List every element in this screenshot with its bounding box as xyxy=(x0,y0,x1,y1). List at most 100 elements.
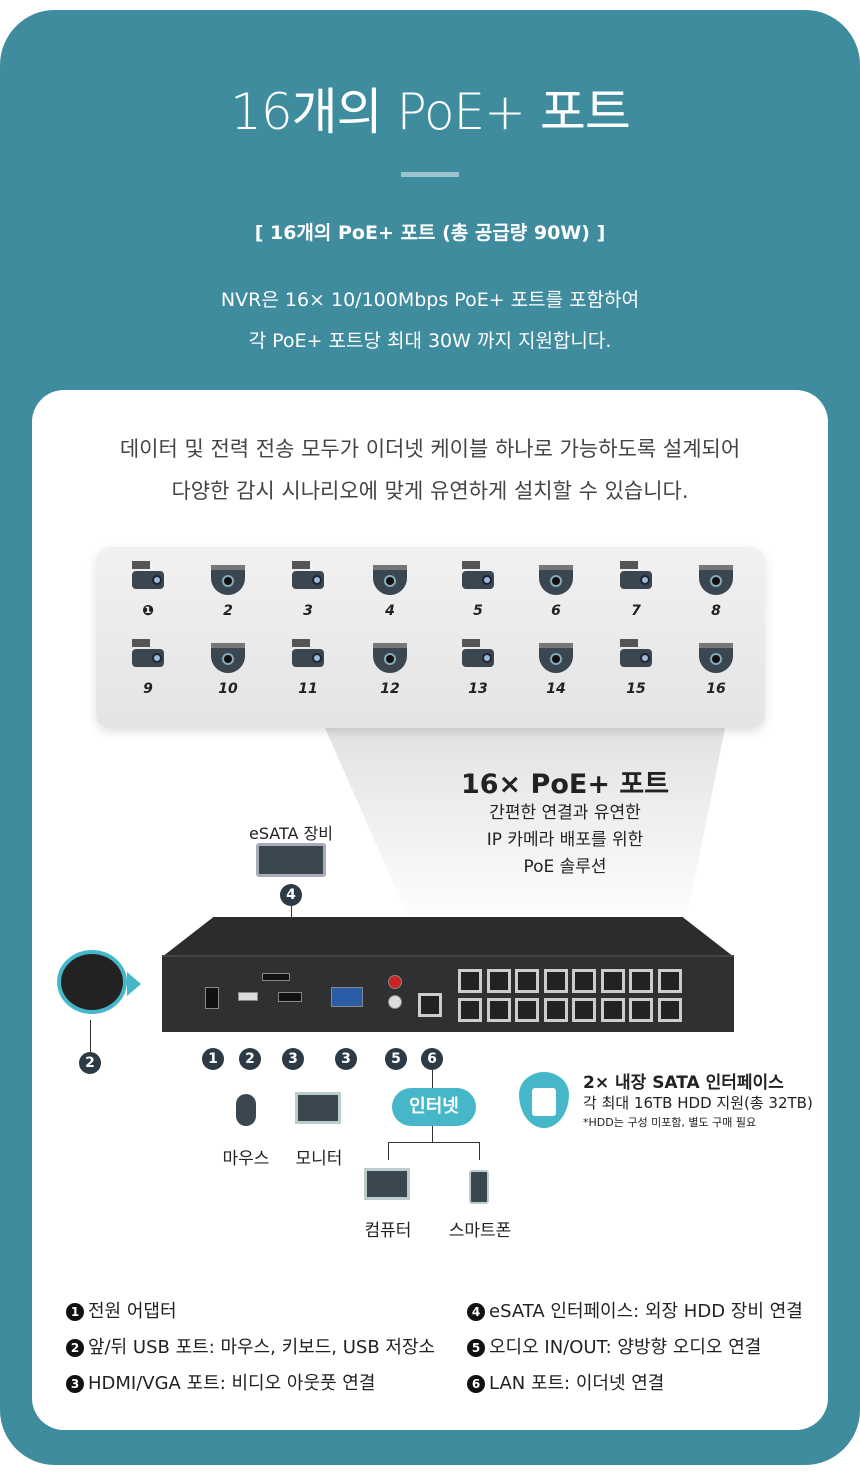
divider xyxy=(401,172,459,177)
callout-line xyxy=(90,1020,91,1052)
poe-port xyxy=(543,998,568,1022)
audio-in-port xyxy=(388,975,402,989)
camera-item: 15 xyxy=(606,639,666,697)
dome-camera-icon xyxy=(538,639,574,675)
bullet-camera-icon xyxy=(130,639,166,675)
poe-port xyxy=(600,969,625,993)
legend-num: 6 xyxy=(467,1375,485,1393)
callout-2: 2 xyxy=(239,1048,261,1070)
poe-line: IP 카메라 배포를 위한 xyxy=(486,830,644,850)
dome-camera-icon xyxy=(210,561,246,597)
camera-item: 13 xyxy=(448,639,508,697)
smartphone-label: 스마트폰 xyxy=(448,1221,512,1241)
callout-2-front: 2 xyxy=(79,1052,101,1074)
poe-port xyxy=(572,998,596,1022)
legend-text: 앞/뒤 USB 포트: 마우스, 키보드, USB 저장소 xyxy=(88,1337,436,1358)
front-usb-zoom xyxy=(57,950,141,1014)
poe-port xyxy=(572,969,596,993)
esata-port xyxy=(262,973,290,981)
callout-1: 1 xyxy=(202,1048,224,1070)
camera-number: 4 xyxy=(385,603,395,619)
poe-port xyxy=(486,998,511,1022)
poe-port xyxy=(629,969,653,993)
audio-out-port xyxy=(388,995,402,1009)
legend-text: HDMI/VGA 포트: 비디오 아웃풋 연결 xyxy=(88,1373,376,1394)
camera-number: 6 xyxy=(551,603,561,619)
poe-port xyxy=(657,969,682,993)
bullet-camera-icon xyxy=(130,561,166,597)
camera-item: 7 xyxy=(606,561,666,619)
dome-camera-icon xyxy=(372,639,408,675)
legend-text: 전원 어댑터 xyxy=(88,1301,177,1322)
legend-num: 1 xyxy=(66,1303,84,1321)
vga-port xyxy=(331,987,363,1007)
camera-number: 9 xyxy=(143,681,153,697)
hdmi-port xyxy=(278,992,302,1002)
esata-device-icon xyxy=(256,843,326,877)
camera-number: 10 xyxy=(218,681,238,697)
internet-cloud: 인터넷 xyxy=(392,1088,476,1126)
sata-title: 2× 내장 SATA 인터페이스 xyxy=(583,1073,784,1093)
intro-line: 데이터 및 전력 전송 모두가 이더넷 케이블 하나로 가능하도록 설계되어 xyxy=(119,437,741,461)
camera-item: 10 xyxy=(198,639,258,697)
callout-3-hdmi: 3 xyxy=(282,1048,304,1070)
usb-port xyxy=(238,992,258,1001)
legend-text: LAN 포트: 이더넷 연결 xyxy=(489,1373,665,1394)
smartphone-icon xyxy=(469,1170,489,1204)
lan-port xyxy=(418,993,442,1017)
subtitle: [ 16개의 PoE+ 포트 (총 공급량 90W) ] xyxy=(254,222,606,244)
poe-port xyxy=(657,998,682,1022)
mouse-label: 마우스 xyxy=(222,1149,270,1169)
callout-6: 6 xyxy=(421,1048,443,1070)
camera-item: 9 xyxy=(118,639,178,697)
camera-item: 6 xyxy=(526,561,586,619)
camera-item: 4 xyxy=(360,561,420,619)
bullet-camera-icon xyxy=(290,639,326,675)
nvr-device xyxy=(162,955,734,1032)
bullet-camera-icon xyxy=(290,561,326,597)
camera-number: 2 xyxy=(223,603,233,619)
desc-line: NVR은 16× 10/100Mbps PoE+ 포트를 포함하여 xyxy=(220,289,640,311)
camera-number: 14 xyxy=(546,681,566,697)
nvr-top xyxy=(162,917,734,957)
bullet-camera-icon xyxy=(618,639,654,675)
camera-number: 15 xyxy=(626,681,646,697)
camera-number: 11 xyxy=(298,681,318,697)
camera-number: 16 xyxy=(706,681,726,697)
page-title: 16개의 PoE+ 포트 xyxy=(230,83,631,141)
camera-item: 2 xyxy=(198,561,258,619)
hdd-drop-icon xyxy=(519,1072,569,1128)
camera-item: 5 xyxy=(448,561,508,619)
camera-item: 3 xyxy=(278,561,338,619)
computer-label: 컴퓨터 xyxy=(364,1221,412,1241)
camera-item: 12 xyxy=(360,639,420,697)
callout-3-vga: 3 xyxy=(335,1048,357,1070)
camera-number: ❶ xyxy=(142,603,154,619)
poe-port xyxy=(629,998,653,1022)
camera-number: 5 xyxy=(473,603,483,619)
dome-camera-icon xyxy=(210,639,246,675)
camera-number: 3 xyxy=(303,603,313,619)
computer-icon xyxy=(364,1168,410,1200)
camera-item: 14 xyxy=(526,639,586,697)
poe-port xyxy=(600,998,625,1022)
power-port xyxy=(205,987,219,1009)
bullet-camera-icon xyxy=(460,561,496,597)
dome-camera-icon xyxy=(698,639,734,675)
sata-note: *HDD는 구성 미포함, 별도 구매 필요 xyxy=(583,1116,757,1129)
dome-camera-icon xyxy=(538,561,574,597)
legend-text: 오디오 IN/OUT: 양방향 오디오 연결 xyxy=(489,1337,762,1358)
camera-item: 16 xyxy=(686,639,746,697)
poe-line: PoE 솔루션 xyxy=(523,857,607,877)
esata-label: eSATA 장비 xyxy=(249,824,334,843)
camera-number: 12 xyxy=(380,681,400,697)
camera-number: 13 xyxy=(468,681,488,697)
poe-port xyxy=(543,969,568,993)
dome-camera-icon xyxy=(698,561,734,597)
